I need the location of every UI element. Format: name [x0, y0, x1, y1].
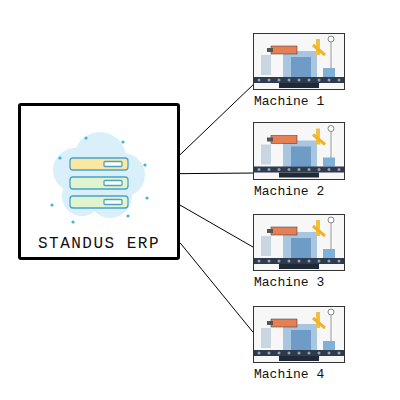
connector-line — [180, 205, 253, 247]
machine-box: Machine 1 — [253, 33, 345, 90]
erp-box: STANDUS ERP — [18, 103, 180, 260]
machine-illustration — [253, 306, 345, 363]
system-name: STANDUS ERP — [21, 235, 177, 253]
server-bars — [70, 158, 128, 208]
machine-illustration — [253, 33, 345, 90]
erp-icon — [50, 132, 148, 224]
machine-label: Machine 3 — [254, 276, 324, 290]
connector-line — [180, 173, 253, 175]
machine-label: Machine 1 — [254, 95, 324, 109]
machine-label: Machine 4 — [254, 368, 324, 382]
machine-box: Machine 3 — [253, 214, 345, 271]
decor-dots — [50, 136, 148, 223]
machine-illustration — [253, 123, 345, 180]
connector-line — [180, 85, 253, 155]
machine-label: Machine 2 — [254, 185, 324, 199]
machine-box: Machine 2 — [253, 122, 345, 180]
cloud-blob — [53, 132, 145, 218]
machine-illustration — [253, 214, 345, 271]
connector-line — [180, 243, 253, 332]
machine-box: Machine 4 — [253, 306, 345, 363]
